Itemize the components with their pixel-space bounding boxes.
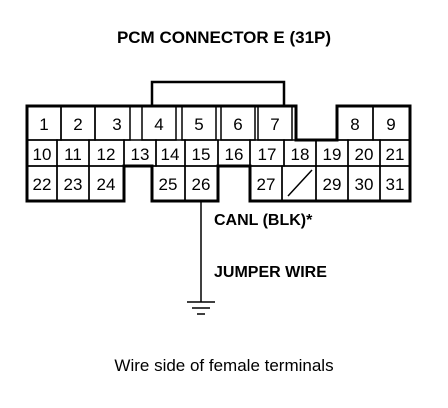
blank-pin-slash bbox=[287, 169, 313, 197]
pin-12: 12 bbox=[97, 145, 116, 164]
pin-6: 6 bbox=[233, 115, 242, 134]
pin-9: 9 bbox=[386, 115, 395, 134]
pin-13: 13 bbox=[131, 145, 150, 164]
pin-numbers: 1 2 3 4 5 6 7 8 9 10 11 12 13 14 15 16 1… bbox=[33, 115, 405, 194]
pin-8: 8 bbox=[350, 115, 359, 134]
pin-25: 25 bbox=[159, 175, 178, 194]
pin-7: 7 bbox=[270, 115, 279, 134]
pin-21: 21 bbox=[386, 145, 405, 164]
pin-16: 16 bbox=[225, 145, 244, 164]
connector-lock-tab bbox=[150, 80, 286, 106]
pin-30: 30 bbox=[355, 175, 374, 194]
wire-color-label: CANL (BLK)* bbox=[214, 212, 313, 229]
pin-15: 15 bbox=[192, 145, 211, 164]
pin-10: 10 bbox=[33, 145, 52, 164]
diagram-caption: Wire side of female terminals bbox=[114, 356, 334, 375]
pin-cells bbox=[26, 105, 411, 202]
pin-1: 1 bbox=[39, 115, 48, 134]
pin-cell-24 bbox=[88, 165, 125, 202]
pin-20: 20 bbox=[355, 145, 374, 164]
diagram-title: PCM CONNECTOR E (31P) bbox=[116, 28, 332, 47]
pin-26: 26 bbox=[192, 175, 211, 194]
pin-17: 17 bbox=[258, 145, 277, 164]
pin-29: 29 bbox=[323, 175, 342, 194]
pin-3: 3 bbox=[112, 115, 121, 134]
pin-27: 27 bbox=[257, 175, 276, 194]
pin-5: 5 bbox=[194, 115, 203, 134]
pin-2: 2 bbox=[73, 115, 82, 134]
pin-18: 18 bbox=[291, 145, 310, 164]
pin-cell-31 bbox=[379, 165, 411, 202]
ground-symbol-icon bbox=[187, 301, 215, 315]
jumper-wire-label: JUMPER WIRE bbox=[214, 264, 327, 281]
pin-22: 22 bbox=[33, 175, 52, 194]
pin-19: 19 bbox=[323, 145, 342, 164]
pin-31: 31 bbox=[386, 175, 405, 194]
pin-4: 4 bbox=[154, 115, 163, 134]
pin-14: 14 bbox=[161, 145, 180, 164]
pin-11: 11 bbox=[64, 145, 82, 164]
pin-24: 24 bbox=[97, 175, 116, 194]
pin-23: 23 bbox=[64, 175, 83, 194]
